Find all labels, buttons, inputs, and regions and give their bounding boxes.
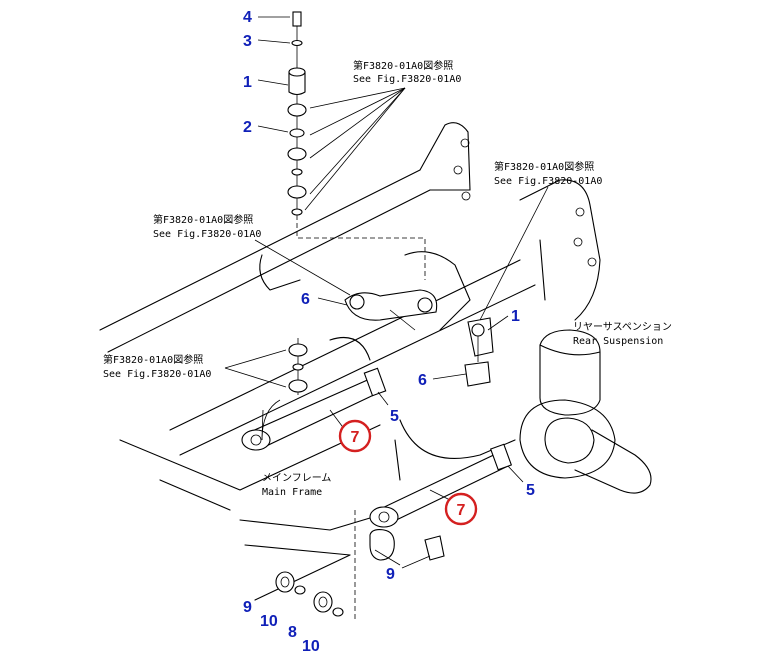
- callout-10: 10: [302, 638, 320, 655]
- callout-7: 7: [457, 502, 466, 519]
- ref-note-right-jp: 第F3820-01A0図参照: [494, 160, 594, 173]
- callout-leaders: [257, 16, 524, 569]
- highlighted-callout-7-upper: 7: [338, 419, 372, 453]
- callout-4: 4: [243, 9, 252, 26]
- callout-6: 6: [418, 372, 427, 389]
- highlighted-callout-7-lower: 7: [444, 492, 478, 526]
- bottom-hardware: [275, 510, 356, 620]
- callout-9: 9: [243, 599, 252, 616]
- exploded-hardware-stack: [287, 11, 426, 280]
- main-frame-label-en: Main Frame: [262, 487, 322, 498]
- ref-note-mid-jp: 第F3820-01A0図参照: [153, 213, 253, 226]
- ref-note-mid-en: See Fig.F3820-01A0: [153, 229, 261, 240]
- main-frame-label-jp: メインフレーム: [262, 472, 331, 484]
- main-frame-drawing: [99, 122, 652, 601]
- callout-1: 1: [243, 74, 252, 91]
- exploded-hardware-stack-left: [288, 338, 308, 395]
- callout-7: 7: [351, 429, 360, 446]
- ref-note-top-jp: 第F3820-01A0図参照: [353, 59, 453, 72]
- callout-5: 5: [526, 482, 535, 499]
- callout-8: 8: [288, 624, 297, 641]
- ref-note-right-en: See Fig.F3820-01A0: [494, 176, 602, 187]
- callout-2: 2: [243, 119, 252, 136]
- rear-suspension-label-jp: リヤーサスペンション: [573, 321, 672, 333]
- lateral-rod-7-upper: [241, 367, 387, 451]
- callout-3: 3: [243, 33, 252, 50]
- callout-6: 6: [301, 291, 310, 308]
- rear-suspension-label-en: Rear Suspension: [573, 336, 663, 347]
- callout-9: 9: [386, 566, 395, 583]
- callout-5: 5: [390, 408, 399, 425]
- upper-link-6: [344, 289, 438, 331]
- callout-10: 10: [260, 613, 278, 630]
- callout-1: 1: [511, 308, 520, 325]
- reference-leaders: [224, 87, 549, 441]
- ref-note-left-en: See Fig.F3820-01A0: [103, 369, 211, 380]
- right-bracket: [464, 317, 494, 387]
- lateral-rod-7-lower: [369, 443, 513, 561]
- ref-note-top-en: See Fig.F3820-01A0: [353, 74, 461, 85]
- ref-note-left-jp: 第F3820-01A0図参照: [103, 353, 203, 366]
